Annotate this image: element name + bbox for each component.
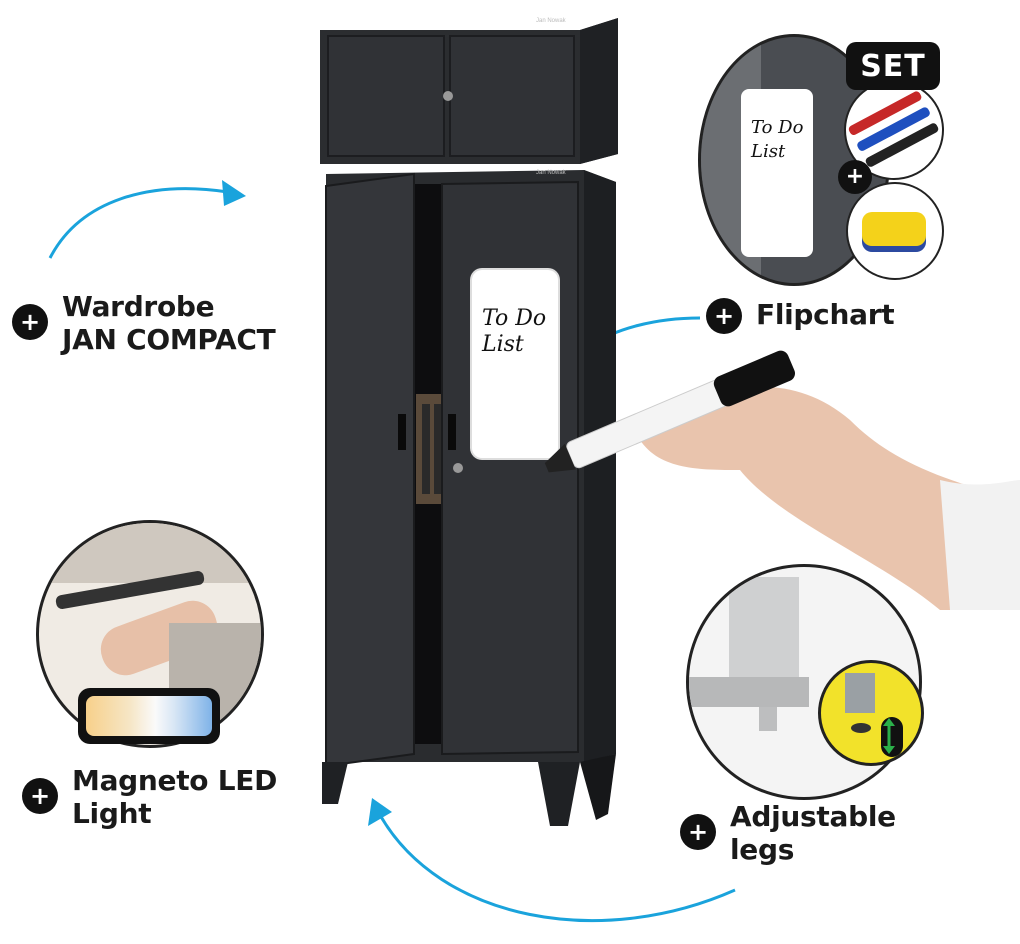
eraser-circle <box>846 182 944 280</box>
inset-board-line1: To Do <box>751 117 804 138</box>
todo-whiteboard: To Do List <box>472 270 558 458</box>
led-label-line2: Light <box>72 797 152 830</box>
plus-icon: + <box>12 304 48 340</box>
plus-icon: + <box>680 814 716 850</box>
markers-set-circle <box>844 80 944 180</box>
adjust-arrow-icon <box>883 718 895 754</box>
wardrobe-label-line2: JAN COMPACT <box>62 323 276 356</box>
feature-adjustable-legs: + Adjustable legs <box>680 800 896 866</box>
feature-led-light: + Magneto LED Light <box>22 764 277 830</box>
color-temperature-swatch <box>78 688 220 744</box>
inset-whiteboard: To Do List <box>741 89 813 257</box>
wardrobe-label-line1: Wardrobe <box>62 290 215 323</box>
brand-tag-top: Jan Nowak <box>536 18 566 24</box>
leg-detail-circle <box>818 660 924 766</box>
board-line1: To Do <box>482 306 547 331</box>
legs-label-line1: Adjustable <box>730 800 896 833</box>
led-label-line1: Magneto LED <box>72 764 278 797</box>
hand-with-marker-image <box>520 330 1020 610</box>
feature-wardrobe: + Wardrobe JAN COMPACT <box>12 290 276 356</box>
set-badge: SET <box>846 42 940 90</box>
legs-label-line2: legs <box>730 833 795 866</box>
plus-icon: + <box>706 298 742 334</box>
brand-tag-body: Jan Nowak <box>536 170 566 176</box>
plus-icon: + <box>22 778 58 814</box>
plus-connector: + <box>838 160 872 194</box>
flipchart-label: Flipchart <box>756 298 895 331</box>
board-line2: List <box>482 332 524 357</box>
inset-board-line2: List <box>751 141 786 162</box>
feature-flipchart: + Flipchart <box>706 298 895 334</box>
